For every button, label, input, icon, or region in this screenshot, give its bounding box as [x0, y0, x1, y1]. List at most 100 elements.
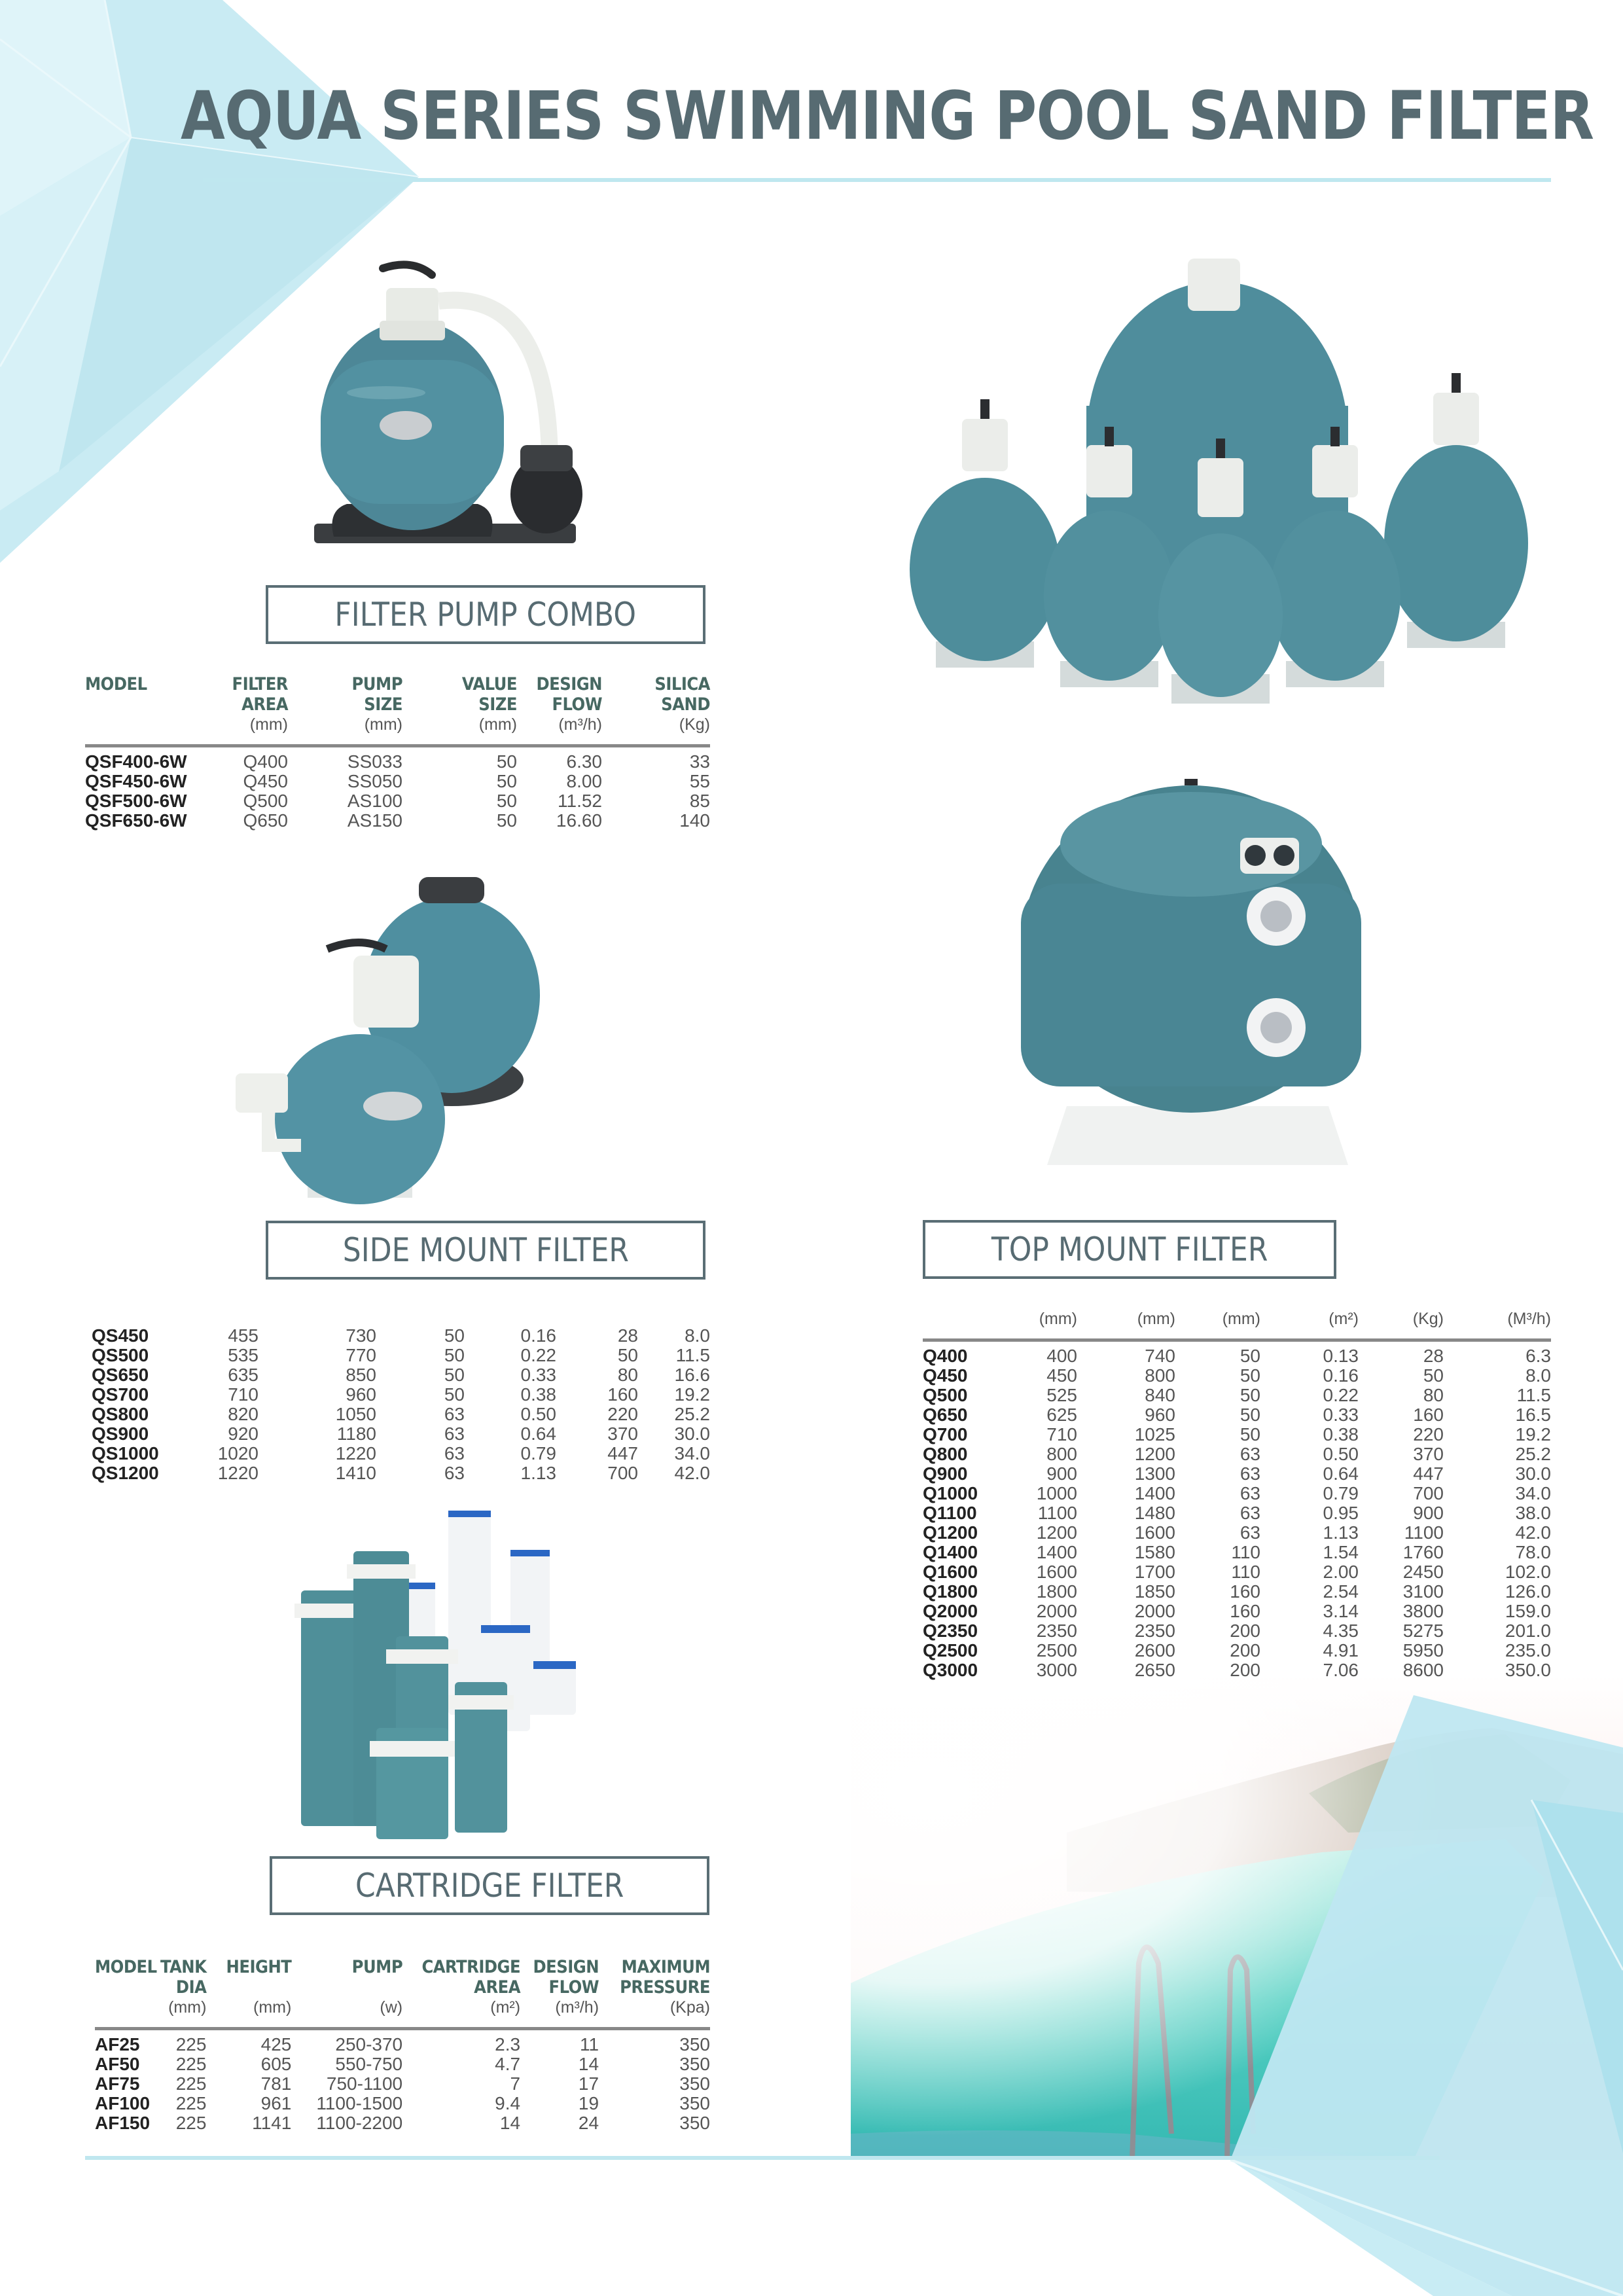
- value-cell: 50: [1423, 1365, 1444, 1386]
- value-cell: 2650: [1134, 1660, 1175, 1680]
- value-cell: 225: [175, 2073, 207, 2094]
- value-cell: 1.13: [520, 1463, 557, 1483]
- value-cell: 50: [617, 1345, 638, 1365]
- value-cell: 0.38: [1323, 1424, 1359, 1444]
- model-cell: Q1000: [923, 1483, 978, 1503]
- value-cell: 7.06: [1323, 1660, 1359, 1680]
- value-cell: 50: [444, 1365, 465, 1385]
- value-cell: 750-1100: [326, 2073, 403, 2094]
- value-cell: 5950: [1402, 1640, 1444, 1660]
- value-cell: 0.22: [1323, 1385, 1359, 1405]
- model-cell: Q500: [923, 1385, 968, 1405]
- value-cell: 160: [1413, 1405, 1444, 1425]
- value-cell: 63: [444, 1443, 465, 1463]
- model-cell: Q1600: [923, 1562, 978, 1582]
- model-cell: QSF400-6W: [85, 751, 187, 772]
- model-cell: QSF450-6W: [85, 771, 187, 791]
- value-cell: 78.0: [1515, 1542, 1552, 1562]
- value-cell: 730: [346, 1325, 376, 1346]
- value-cell: 38.0: [1515, 1503, 1552, 1523]
- side-mount-filter-image: [229, 864, 569, 1204]
- value-cell: 110: [1231, 1562, 1260, 1582]
- value-cell: 447: [1413, 1463, 1444, 1484]
- value-cell: 50: [444, 1325, 465, 1346]
- value-cell: 50: [1240, 1346, 1260, 1366]
- value-cell: 34.0: [674, 1443, 711, 1463]
- model-cell: AF100: [95, 2093, 151, 2113]
- value-cell: 5275: [1402, 1621, 1444, 1641]
- value-cell: 1220: [217, 1463, 259, 1483]
- value-cell: 400: [1046, 1346, 1077, 1366]
- value-cell: Q500: [243, 791, 289, 811]
- value-cell: 1410: [335, 1463, 376, 1483]
- table-units-row: (mm)(mm)(mm)(m²)(Kg)(M³/h): [923, 1309, 1551, 1329]
- value-cell: 16.6: [674, 1365, 711, 1385]
- value-cell: 635: [228, 1365, 259, 1385]
- value-cell: 6.3: [1525, 1346, 1551, 1366]
- value-cell: 0.50: [520, 1404, 557, 1424]
- model-cell: Q450: [923, 1365, 968, 1386]
- value-cell: 7: [510, 2073, 521, 2094]
- value-cell: 50: [496, 810, 517, 831]
- value-cell: 0.16: [520, 1325, 557, 1346]
- model-cell: Q800: [923, 1444, 968, 1464]
- value-cell: 2.00: [1323, 1562, 1359, 1582]
- model-cell: AF25: [95, 2034, 140, 2054]
- value-cell: 1100: [1037, 1503, 1077, 1523]
- value-cell: 25.2: [1515, 1444, 1552, 1464]
- model-cell: QS1200: [92, 1463, 159, 1483]
- sand-filter-with-pump-image: [288, 249, 602, 569]
- model-cell: AF75: [95, 2073, 140, 2094]
- value-cell: 350: [679, 2054, 710, 2074]
- value-cell: 605: [260, 2054, 292, 2074]
- value-cell: 0.79: [520, 1443, 557, 1463]
- value-cell: 1100-1500: [316, 2093, 403, 2113]
- value-cell: 16.60: [556, 810, 602, 831]
- value-cell: 63: [1240, 1444, 1260, 1464]
- value-cell: 34.0: [1515, 1483, 1552, 1503]
- value-cell: 55: [689, 771, 710, 791]
- model-cell: Q400: [923, 1346, 968, 1366]
- value-cell: 14: [499, 2113, 521, 2133]
- value-cell: 0.33: [520, 1365, 557, 1385]
- column-header: MODEL: [95, 1957, 157, 1977]
- value-cell: 50: [496, 751, 517, 772]
- model-cell: QSF650-6W: [85, 810, 187, 831]
- value-cell: 200: [1230, 1640, 1260, 1660]
- value-cell: SS033: [347, 751, 402, 772]
- value-cell: 350.0: [1505, 1660, 1551, 1680]
- value-cell: AS150: [347, 810, 402, 831]
- value-cell: 30.0: [674, 1424, 711, 1444]
- value-cell: 1.54: [1323, 1542, 1359, 1562]
- value-cell: 63: [1240, 1522, 1260, 1543]
- value-cell: 850: [346, 1365, 376, 1385]
- model-cell: Q700: [923, 1424, 968, 1444]
- value-cell: Q650: [243, 810, 289, 831]
- value-cell: 0.64: [520, 1424, 557, 1444]
- model-cell: QS500: [92, 1345, 149, 1365]
- model-cell: QS900: [92, 1424, 149, 1444]
- value-cell: 370: [1413, 1444, 1444, 1464]
- column-unit: (m²): [1329, 1310, 1359, 1328]
- model-cell: QS650: [92, 1365, 149, 1385]
- filter-pump-combo-label: FILTER PUMP COMBO: [266, 585, 705, 644]
- page-title: AQUA SERIES SWIMMING POOL SAND FILTER: [181, 77, 1594, 155]
- value-cell: 63: [444, 1463, 465, 1483]
- model-cell: QS1000: [92, 1443, 159, 1463]
- value-cell: 225: [175, 2093, 207, 2113]
- value-cell: 160: [1230, 1581, 1260, 1602]
